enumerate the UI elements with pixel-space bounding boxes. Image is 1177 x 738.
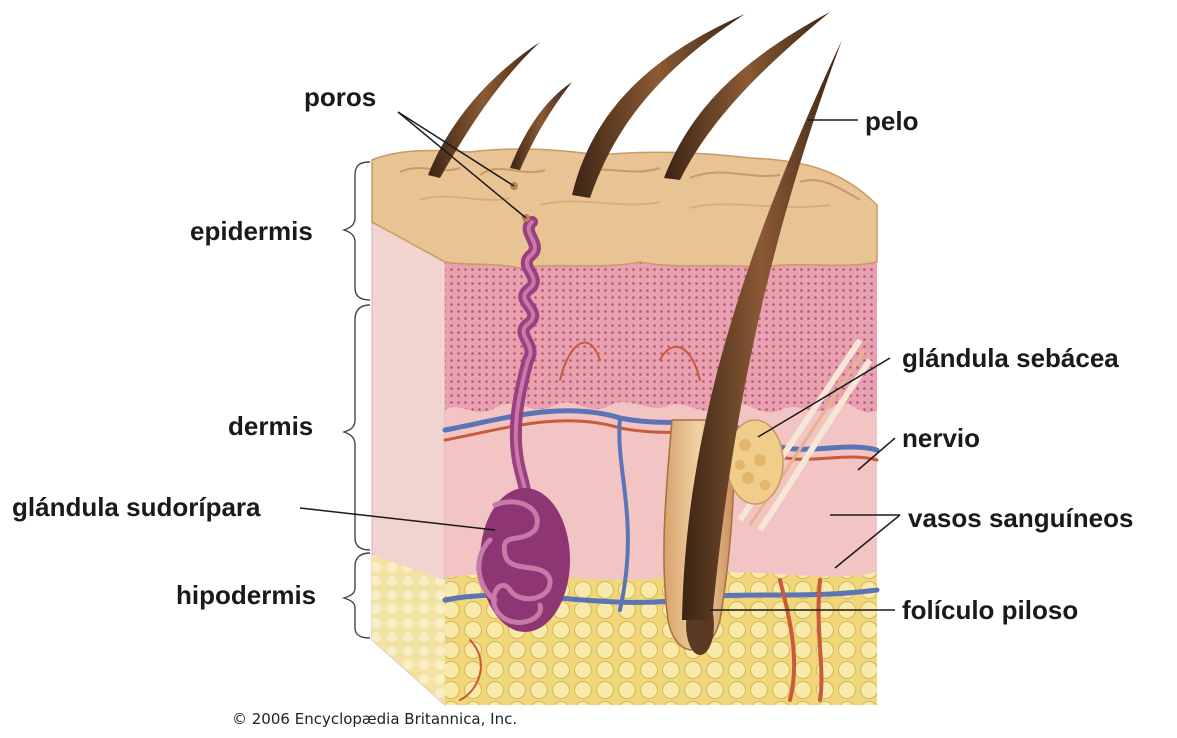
epidermis-surface [372, 149, 877, 268]
label-poros: poros [304, 82, 376, 112]
label-nervio: nervio [902, 423, 980, 453]
label-foliculo-piloso: folículo piloso [902, 595, 1078, 625]
label-vasos-sanguineos: vasos sanguíneos [908, 503, 1133, 533]
label-pelo: pelo [865, 106, 918, 136]
label-hipodermis: hipodermis [176, 580, 316, 610]
papillary-dermis [445, 260, 877, 412]
label-glandula-sudoripara: glándula sudorípara [12, 492, 261, 522]
layer-brackets [344, 162, 370, 638]
label-epidermis: epidermis [190, 216, 313, 246]
label-glandula-sebacea: glándula sebácea [902, 343, 1119, 373]
copyright-text: © 2006 Encyclopædia Britannica, Inc. [232, 710, 517, 728]
label-dermis: dermis [228, 411, 313, 441]
